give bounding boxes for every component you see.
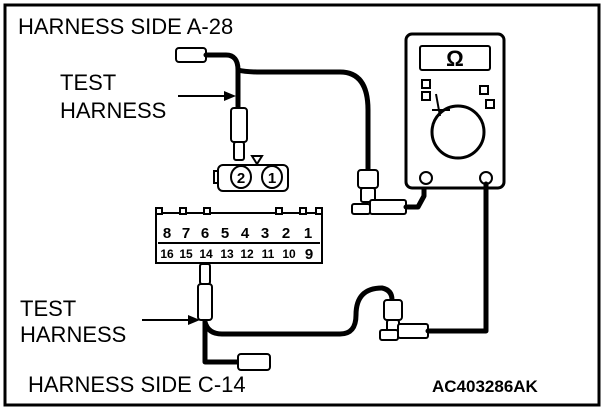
c14-pin-3: 3 [261, 225, 269, 242]
c14-pin-6: 6 [201, 225, 209, 242]
test-harness-bottom [197, 263, 271, 371]
c14-pin-8: 8 [163, 225, 171, 242]
a28-pin-1: 1 [268, 170, 276, 187]
c14-pin-10: 10 [282, 247, 296, 261]
c14-top-row: 8 7 6 5 4 3 2 1 [163, 225, 312, 242]
test-harness-top-label-line2: HARNESS [60, 98, 166, 123]
wire-bottom-to-probe [202, 285, 395, 337]
c14-pin-9: 9 [305, 246, 313, 263]
harness-side-a28-label: HARNESS SIDE A-28 [18, 14, 233, 39]
c14-pin-11: 11 [262, 247, 275, 261]
ohm-symbol: Ω [446, 46, 464, 71]
probe-bottom [379, 181, 489, 341]
leader-arrow-bottom [142, 315, 200, 325]
test-harness-bottom-label-line1: TEST [20, 296, 76, 321]
dial-icon [430, 104, 486, 160]
c14-bottom-row: 16 15 14 13 12 11 10 9 [160, 246, 313, 263]
c14-pin-5: 5 [221, 225, 229, 242]
c14-pin-16: 16 [160, 247, 174, 261]
figure-code: AC403286AK [432, 377, 539, 396]
c14-pin-13: 13 [220, 247, 234, 261]
c14-pin-1: 1 [304, 225, 312, 242]
c14-pin-7: 7 [182, 225, 190, 242]
c14-pin-15: 15 [179, 247, 193, 261]
test-harness-top [175, 47, 248, 161]
pin-indicator-triangle-icon [250, 155, 264, 166]
meter-jack-left [419, 171, 433, 185]
connector-c14: 8 7 6 5 4 3 2 1 16 15 14 13 12 11 10 9 [155, 207, 323, 264]
leader-arrow-top [178, 91, 236, 101]
figure-frame [3, 3, 601, 407]
connector-a28: 2 1 [213, 155, 289, 192]
c14-pin-2: 2 [282, 225, 290, 242]
wire-top-to-meter [235, 67, 371, 173]
multimeter: Ω [404, 32, 506, 190]
harness-side-c14-label: HARNESS SIDE C-14 [28, 372, 246, 397]
a28-pin-2: 2 [237, 170, 245, 187]
c14-pin-14: 14 [199, 247, 213, 261]
c14-pin-4: 4 [241, 225, 250, 242]
c14-pin-12: 12 [240, 247, 254, 261]
test-harness-bottom-label-line2: HARNESS [20, 322, 126, 347]
test-harness-top-label-line1: TEST [60, 70, 116, 95]
